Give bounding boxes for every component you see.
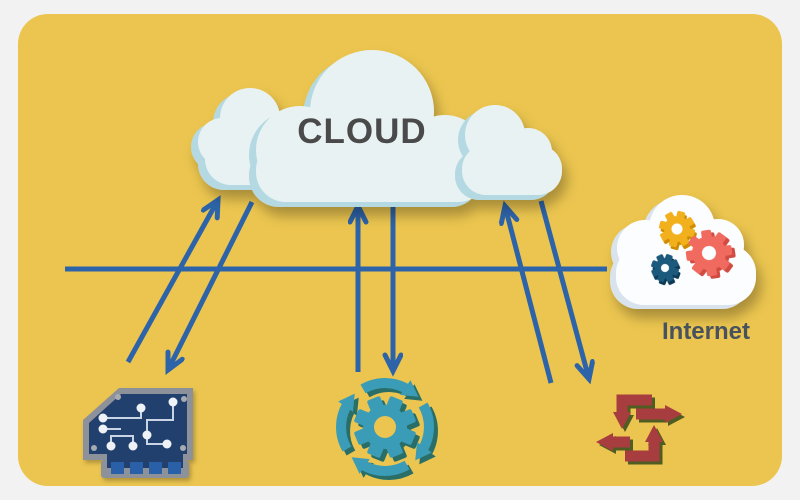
connection-lines — [65, 200, 607, 383]
arrow-circuit-to-cloud-up — [125, 200, 218, 364]
exchange-arrows — [596, 394, 682, 462]
sync-arrows-circle — [336, 378, 434, 476]
gear-red-icon — [685, 229, 733, 277]
arrow-cloud-to-exchange-down — [538, 200, 589, 379]
internet-label: Internet — [662, 318, 750, 345]
gear-yellow-icon — [658, 210, 696, 248]
exchange-arrow-down — [613, 394, 652, 429]
arrow-exchange-to-cloud-up — [505, 206, 554, 384]
sync-center-gear — [354, 396, 416, 458]
circuit-body — [89, 394, 187, 468]
sync-gear-icon — [336, 378, 434, 476]
circuit-pins — [111, 462, 181, 474]
circuit-screws — [91, 394, 187, 451]
gear-blue-icon — [651, 254, 679, 282]
exchange-arrow-up — [625, 425, 663, 462]
data-exchange-arrows-icon — [596, 394, 682, 462]
circuit-nodes — [98, 397, 178, 451]
circuit-board-icon — [83, 388, 193, 478]
arrow-cloud-to-circuit-down — [168, 200, 255, 370]
cloud-label: CLOUD — [297, 112, 426, 151]
